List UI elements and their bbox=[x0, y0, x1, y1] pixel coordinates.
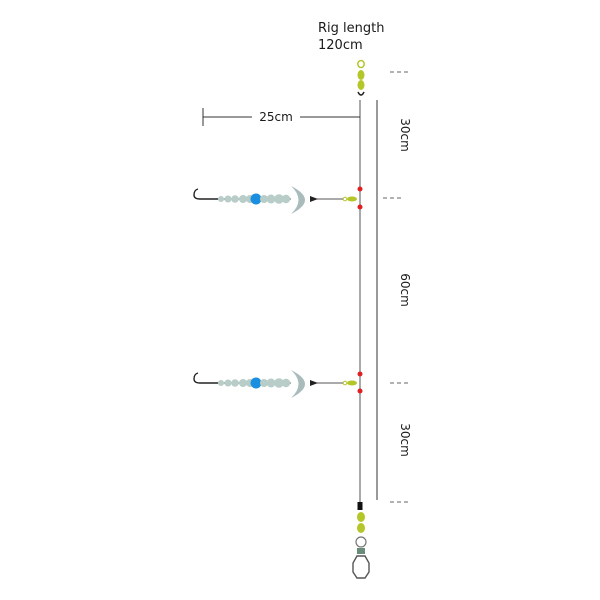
top-section-label: 30cm bbox=[398, 118, 412, 152]
bead bbox=[260, 195, 268, 203]
rig-length-title: Rig length 120cm bbox=[318, 20, 384, 54]
bottom-section-label: 30cm bbox=[398, 423, 412, 457]
top-swivel bbox=[357, 59, 365, 96]
accent-bead bbox=[250, 377, 262, 389]
bead bbox=[281, 378, 291, 388]
bead bbox=[274, 194, 284, 204]
dropper-swivel bbox=[347, 196, 357, 202]
dropper-swivel-ring bbox=[342, 196, 348, 202]
dropper-swivel bbox=[347, 380, 357, 386]
lead-weight-icon bbox=[352, 555, 370, 579]
lead-link bbox=[357, 548, 365, 554]
bead bbox=[266, 194, 276, 204]
dropper-length-label: 25cm bbox=[259, 110, 293, 124]
bead bbox=[260, 379, 268, 387]
bead bbox=[281, 194, 291, 204]
bead bbox=[231, 379, 239, 387]
bead-stop bbox=[357, 371, 363, 377]
bead-stop bbox=[357, 204, 363, 210]
bead bbox=[224, 379, 232, 387]
bottom-swivel bbox=[357, 523, 365, 533]
bead bbox=[266, 378, 276, 388]
upper-dropper bbox=[193, 186, 363, 214]
middle-section-label: 60cm bbox=[398, 273, 412, 307]
hook-icon bbox=[193, 372, 218, 384]
crimp bbox=[357, 502, 363, 510]
spoon bbox=[291, 370, 305, 398]
lower-dropper bbox=[193, 370, 363, 398]
bead-stop bbox=[357, 388, 363, 394]
bead bbox=[274, 378, 284, 388]
bead bbox=[224, 195, 232, 203]
hook-icon bbox=[193, 188, 218, 200]
bead bbox=[239, 195, 247, 203]
accent-bead bbox=[250, 193, 262, 205]
crimp bbox=[310, 196, 318, 202]
bead bbox=[231, 195, 239, 203]
bead bbox=[218, 196, 224, 202]
bead bbox=[218, 380, 224, 386]
bottom-terminal bbox=[352, 502, 370, 579]
crimp bbox=[310, 380, 318, 386]
dropper-length-dimension: 25cm bbox=[202, 108, 360, 126]
rig-length-value: 120cm bbox=[318, 38, 363, 53]
bead-stop bbox=[357, 186, 363, 192]
dropper-swivel-ring bbox=[342, 380, 348, 386]
lead-clip-ring bbox=[355, 536, 367, 548]
bead bbox=[239, 379, 247, 387]
spoon bbox=[291, 186, 305, 214]
bottom-swivel bbox=[357, 512, 365, 522]
rig-length-label: Rig length bbox=[318, 21, 385, 36]
